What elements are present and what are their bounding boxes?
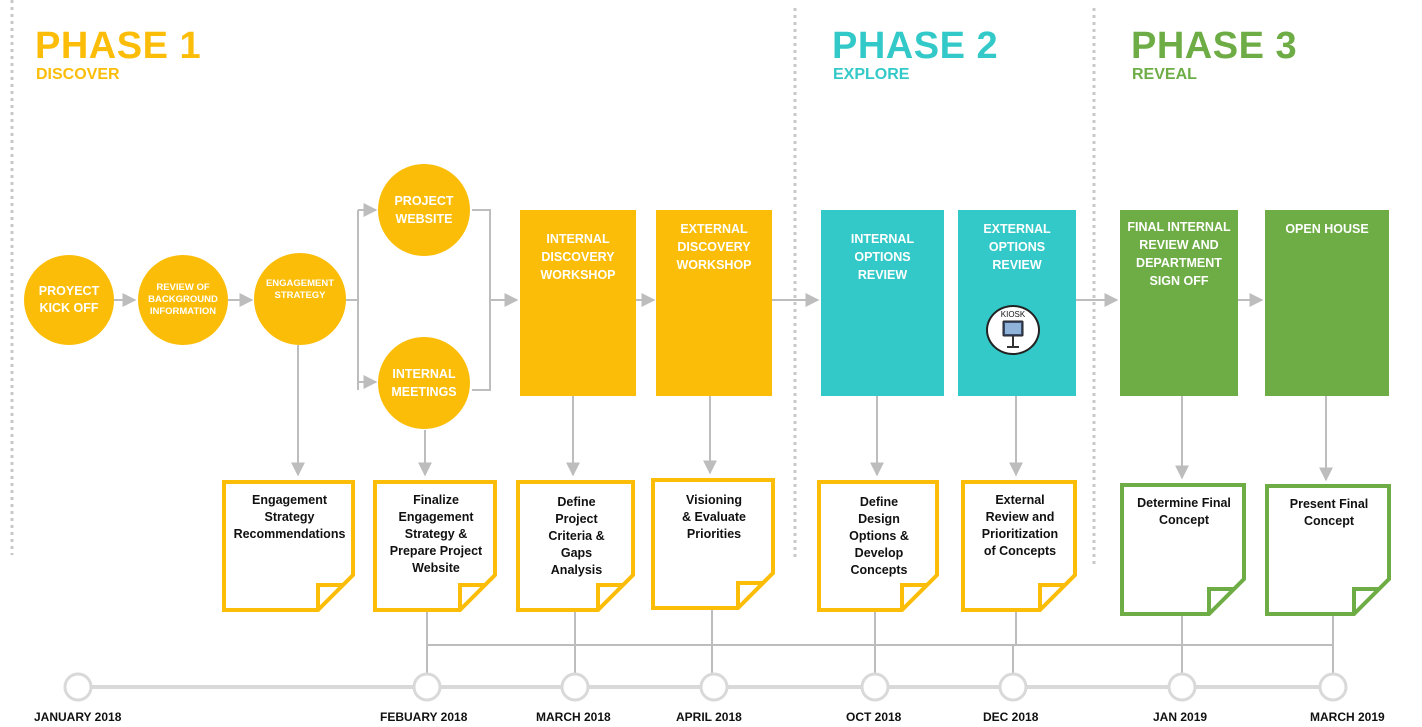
timeline-date: MARCH 2018 [536, 710, 611, 724]
step-internal-discovery-workshop: INTERNAL DISCOVERY WORKSHOP [520, 210, 636, 396]
step-project-kickoff: PROYECT KICK OFF [24, 255, 114, 345]
timeline-date: MARCH 2019 [1310, 710, 1385, 724]
timeline-marker [1167, 672, 1197, 702]
timeline-marker [1318, 672, 1348, 702]
timeline-date: FEBUARY 2018 [380, 710, 468, 724]
note-define-project-criteria: Define Project Criteria & Gaps Analysis [548, 495, 605, 577]
timeline-date: DEC 2018 [983, 710, 1039, 724]
kiosk-label: KIOSK [1000, 310, 1026, 319]
note-visioning-priorities: Visioning & Evaluate Priorities [682, 493, 746, 541]
kiosk-icon: KIOSK [986, 305, 1040, 355]
step-open-house: OPEN HOUSE [1265, 210, 1389, 396]
timeline-marker [998, 672, 1028, 702]
note-determine-final-concept: Determine Final Concept [1137, 496, 1231, 527]
phase-3-subtitle: REVEAL [1132, 66, 1197, 83]
timeline-marker [412, 672, 442, 702]
phase-2-subtitle: EXPLORE [833, 66, 910, 83]
kiosk-screen-icon [1002, 320, 1024, 348]
phase-2-title: PHASE 2 [832, 25, 999, 67]
step-external-options-review: EXTERNAL OPTIONS REVIEW [958, 210, 1076, 396]
timeline-date: APRIL 2018 [676, 710, 742, 724]
timeline-date: OCT 2018 [846, 710, 902, 724]
note-engagement-strategy-recommendations: Engagement Strategy Recommendations [233, 493, 346, 541]
step-final-internal-review: FINAL INTERNAL REVIEW AND DEPARTMENT SIG… [1120, 210, 1238, 396]
note-define-design-options: Define Design Options & Develop Concepts [849, 495, 909, 577]
timeline-marker [560, 672, 590, 702]
phase-3-title: PHASE 3 [1131, 25, 1298, 67]
step-external-discovery-workshop: EXTERNAL DISCOVERY WORKSHOP [656, 210, 772, 396]
timeline-marker [699, 672, 729, 702]
timeline-marker [63, 672, 93, 702]
step-engagement-strategy: ENGAGEMENT STRATEGY [254, 253, 346, 345]
note-present-final-concept: Present Final Concept [1289, 497, 1369, 528]
timeline-marker [860, 672, 890, 702]
timeline-date: JANUARY 2018 [34, 710, 122, 724]
phase-1-subtitle: DISCOVER [36, 66, 120, 83]
note-external-review-prioritization: External Review and Prioritization of Co… [981, 493, 1059, 558]
note-finalize-engagement-strategy: Finalize Engagement Strategy & Prepare P… [389, 493, 483, 575]
step-project-website: PROJECT WEBSITE [378, 164, 470, 256]
step-internal-options-review: INTERNAL OPTIONS REVIEW [821, 210, 944, 396]
phase-1-title: PHASE 1 [35, 25, 202, 67]
timeline-date: JAN 2019 [1153, 710, 1208, 724]
step-internal-meetings: INTERNAL MEETINGS [378, 337, 470, 429]
step-review-background: REVIEW OF BACKGROUND INFORMATION [138, 255, 228, 345]
